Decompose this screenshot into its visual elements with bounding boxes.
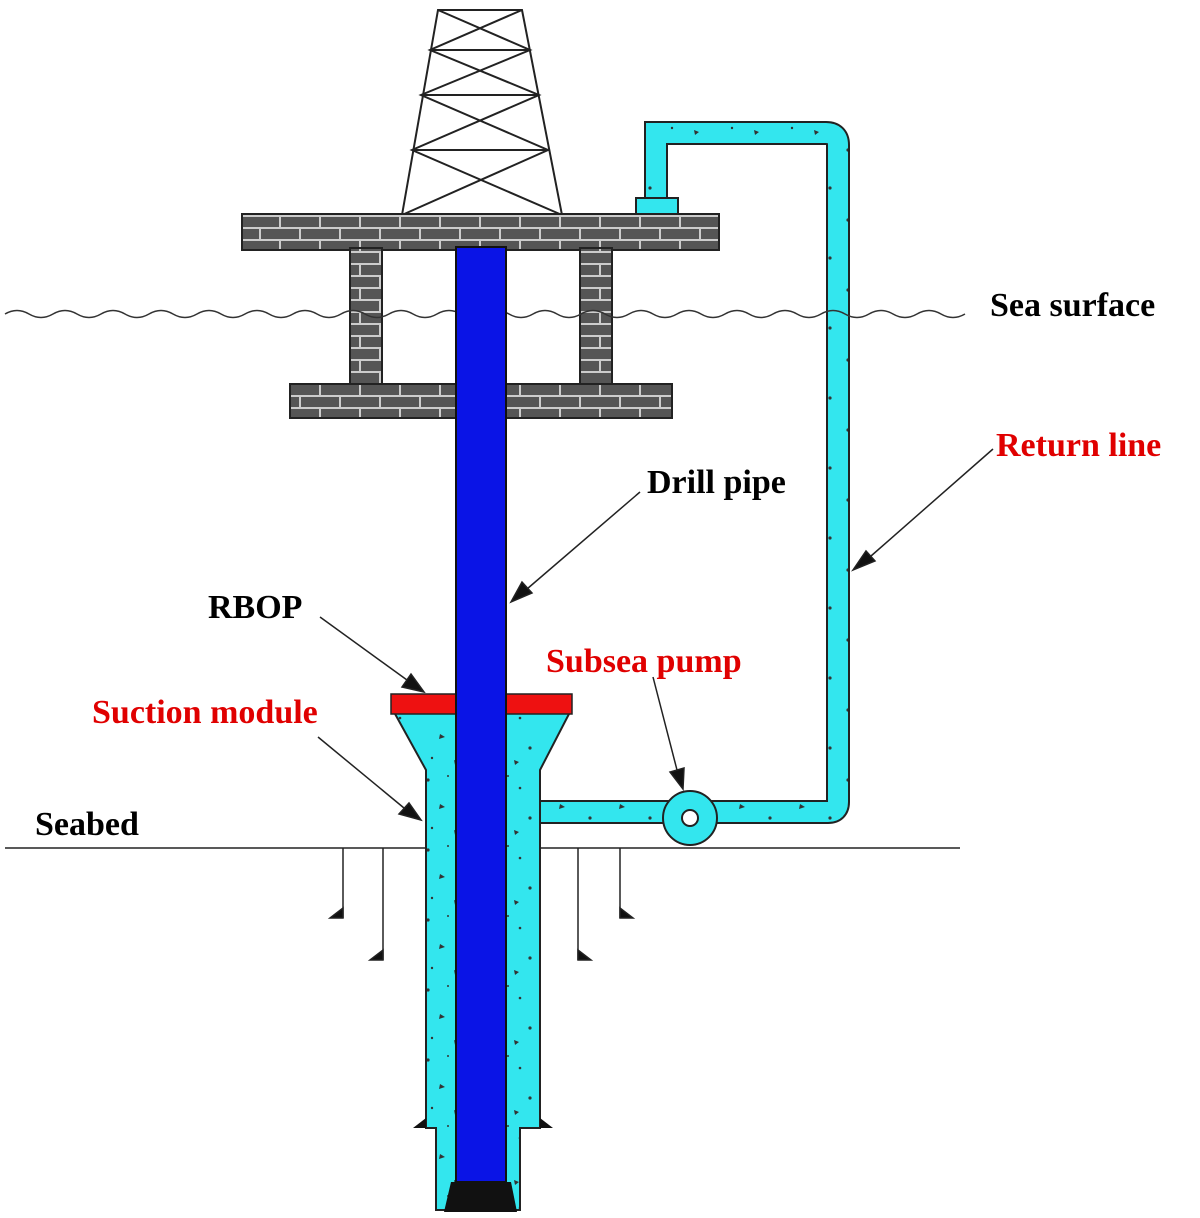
drill-bit bbox=[444, 1182, 517, 1212]
return-line bbox=[538, 121, 850, 824]
derrick bbox=[400, 9, 564, 216]
label-drill-pipe: Drill pipe bbox=[647, 464, 786, 501]
label-sea-surface: Sea surface bbox=[990, 287, 1155, 324]
drill-pipe bbox=[455, 246, 507, 1183]
label-rbop: RBOP bbox=[208, 589, 302, 626]
label-seabed: Seabed bbox=[35, 806, 139, 843]
label-subsea-pump: Subsea pump bbox=[546, 643, 742, 680]
platform-upper-deck bbox=[241, 213, 720, 251]
leader-arrows bbox=[317, 448, 994, 822]
subsea-pump bbox=[662, 790, 718, 846]
platform-column-right bbox=[579, 247, 613, 387]
anchors bbox=[327, 848, 636, 961]
label-return-line: Return line bbox=[996, 427, 1161, 464]
label-suction-module: Suction module bbox=[92, 694, 318, 731]
